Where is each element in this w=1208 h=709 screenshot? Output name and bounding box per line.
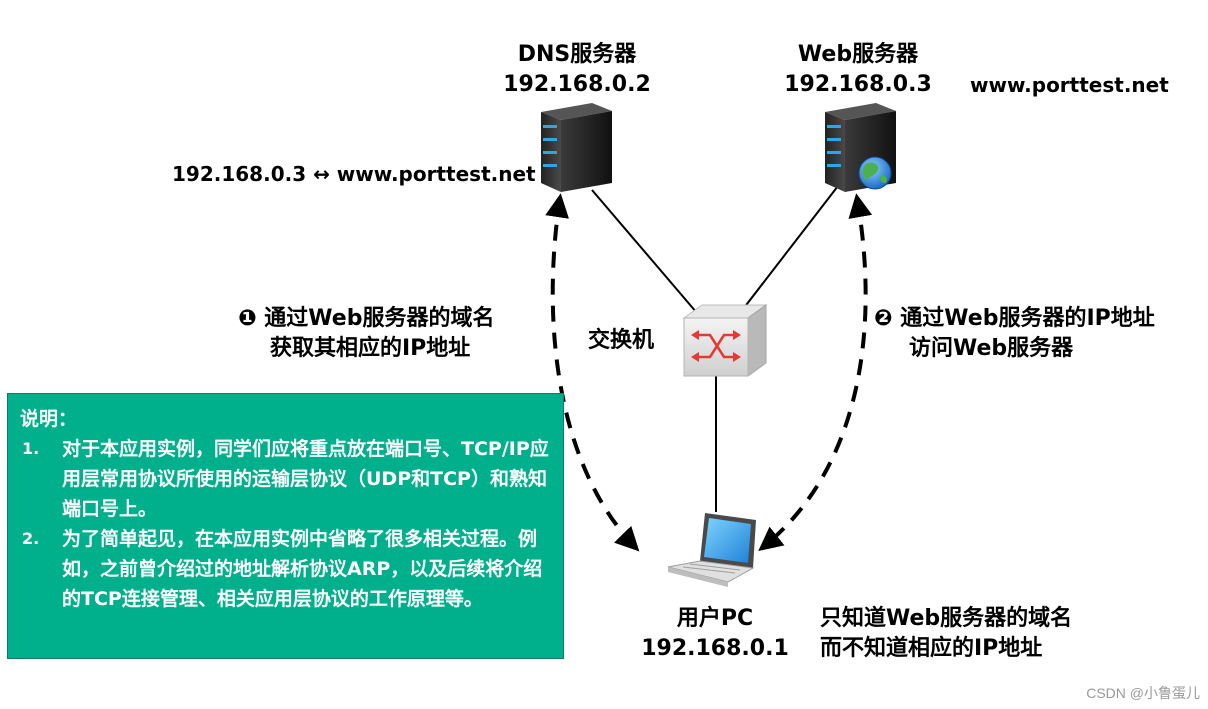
web-access-arrow <box>758 193 873 551</box>
watermark: CSDN @小鲁蛋儿 <box>1086 685 1200 701</box>
step1-line1: ❶ 通过Web服务器的域名 <box>238 306 495 331</box>
web-server-title: Web服务器 192.168.0.3 <box>773 40 943 100</box>
explanation-list: 1. 对于本应用实例，同学们应将重点放在端口号、TCP/IP应用层常用协议所使用… <box>20 434 551 614</box>
web-server-name: Web服务器 <box>797 42 919 67</box>
user-pc-name: 用户PC <box>676 606 754 631</box>
explanation-item-text: 对于本应用实例，同学们应将重点放在端口号、TCP/IP应用层常用协议所使用的运输… <box>62 438 549 520</box>
step1-label: ❶ 通过Web服务器的域名 获取其相应的IP地址 <box>238 304 494 364</box>
dns-server-ip: 192.168.0.2 <box>503 72 651 97</box>
user-pc-note: 只知道Web服务器的域名 而不知道相应的IP地址 <box>820 604 1072 664</box>
user-pc-ip: 192.168.0.1 <box>641 636 789 661</box>
explanation-item: 1. 对于本应用实例，同学们应将重点放在端口号、TCP/IP应用层常用协议所使用… <box>20 434 551 524</box>
web-server-ip: 192.168.0.3 <box>784 72 932 97</box>
step1-line2: 获取其相应的IP地址 <box>270 336 471 361</box>
step2-label: ❷ 通过Web服务器的IP地址 访问Web服务器 <box>874 304 1155 364</box>
dns-record: 192.168.0.3 ↔ www.porttest.net <box>172 162 536 186</box>
step2-line2: 访问Web服务器 <box>909 336 1074 361</box>
link-dns-switch <box>591 189 698 314</box>
user-pc-note-line2: 而不知道相应的IP地址 <box>820 636 1043 661</box>
user-pc-note-line1: 只知道Web服务器的域名 <box>820 606 1073 631</box>
laptop-icon <box>667 513 756 587</box>
explanation-item-number: 1. <box>22 439 40 458</box>
globe-icon <box>858 156 892 190</box>
explanation-box: 说明： 1. 对于本应用实例，同学们应将重点放在端口号、TCP/IP应用层常用协… <box>7 393 564 659</box>
switch-label: 交换机 <box>588 328 655 353</box>
user-pc-title: 用户PC 192.168.0.1 <box>640 604 790 664</box>
dns-query-arrow <box>545 193 640 552</box>
web-server-icon <box>825 103 896 192</box>
step2-line1: ❷ 通过Web服务器的IP地址 <box>874 306 1155 331</box>
explanation-item-number: 2. <box>22 529 40 548</box>
dns-server-name: DNS服务器 <box>517 42 637 67</box>
dns-server-title: DNS服务器 192.168.0.2 <box>492 40 662 100</box>
explanation-title: 说明： <box>20 408 78 430</box>
web-server-domain: www.porttest.net <box>970 73 1169 97</box>
link-web-switch <box>739 185 839 314</box>
dns-server-icon <box>541 103 612 192</box>
explanation-item-text: 为了简单起见，在本应用实例中省略了很多相关过程。例如，之前曾介绍过的地址解析协议… <box>62 528 543 610</box>
switch-icon <box>682 304 768 377</box>
explanation-item: 2. 为了简单起见，在本应用实例中省略了很多相关过程。例如，之前曾介绍过的地址解… <box>20 524 551 614</box>
